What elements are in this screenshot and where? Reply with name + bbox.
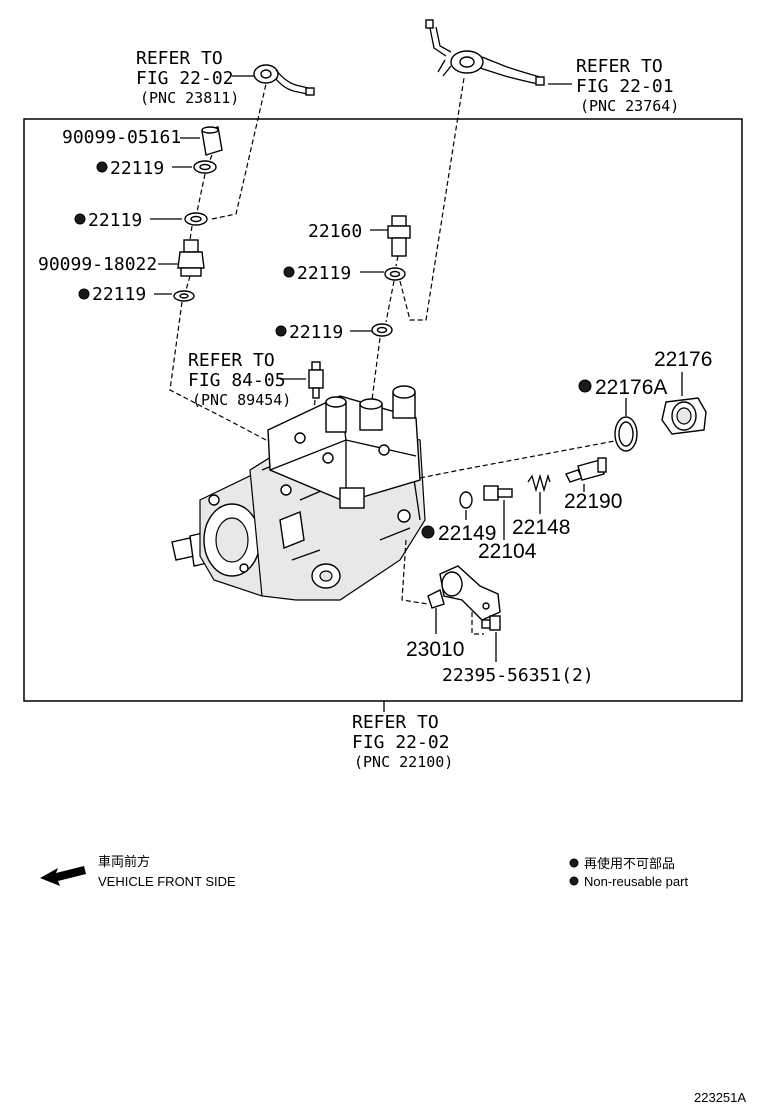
union-fitting-icon [177,239,205,277]
washer-icon [459,491,473,509]
non-reusable-marker-icon [421,525,435,539]
non-reusable-marker-icon [275,325,287,337]
non-reusable-marker-icon [578,379,592,393]
ref-middle-line1: REFER TO [188,350,275,371]
ref-bottom-line1: REFER TO [352,712,439,733]
ref-top-left-line1: REFER TO [136,48,223,69]
non-reusable-marker-icon [96,161,108,173]
part-label-90099-05161: 90099-05161 [62,127,181,148]
non-reusable-marker-icon [74,213,86,225]
part-label-22190: 22190 [564,490,622,513]
ref-top-right-line2: FIG 22-01 [576,76,674,97]
part-label-22119-d: 22119 [297,263,351,284]
front-arrow-icon [40,866,86,886]
screw-icon [481,615,501,631]
injection-pump-body-icon [171,385,426,601]
part-label-22119-c: 22119 [92,284,146,305]
figure-id: 223251A [694,1090,746,1105]
ref-top-left-line3: (PNC 23811) [140,89,239,107]
part-label-22176A: 22176A [595,376,667,399]
non-reusable-marker-icon [78,288,90,300]
non-reusable-marker-icon [569,876,579,886]
ref-middle-line2: FIG 84-05 [188,370,286,391]
piston-icon [483,485,513,501]
part-label-22148: 22148 [512,516,570,539]
ref-bottom-line2: FIG 22-02 [352,732,450,753]
ref-middle-line3: (PNC 89454) [192,391,291,409]
plug-nut-icon [661,397,707,435]
fuel-cut-solenoid-icon [427,565,501,621]
ref-top-right-line3: (PNC 23764) [580,97,679,115]
legend-front-jp: 車両前方 [98,854,150,869]
ref-top-left-line2: FIG 22-02 [136,68,234,89]
part-label-22176: 22176 [654,348,712,371]
assembly-frame [23,118,743,702]
sensor-icon [308,361,324,399]
spring-icon [527,473,551,493]
legend-nonreuse-en: Non-reusable part [584,874,688,889]
part-label-22104: 22104 [478,540,537,563]
part-label-22149: 22149 [438,522,496,545]
ref-bottom-line3: (PNC 22100) [354,753,453,771]
part-label-22119-e: 22119 [289,322,343,343]
fuel-pipe-left-icon [253,64,315,96]
part-label-90099-18022: 90099-18022 [38,254,157,275]
regulating-valve-icon [565,457,607,483]
plug-icon [201,126,223,156]
non-reusable-marker-icon [569,858,579,868]
ref-top-right-line1: REFER TO [576,56,663,77]
part-label-23010: 23010 [406,638,464,661]
delivery-valve-holder-icon [387,215,411,257]
non-reusable-marker-icon [283,266,295,278]
part-label-22160: 22160 [308,221,362,242]
legend-front-en: VEHICLE FRONT SIDE [98,874,236,889]
fuel-pipe-right-icon [425,19,545,86]
part-label-22395-56351: 22395-56351(2) [442,665,594,686]
part-label-22119-b: 22119 [88,210,142,231]
legend-nonreuse-jp: 再使用不可部品 [584,856,675,871]
part-label-22119-a: 22119 [110,158,164,179]
